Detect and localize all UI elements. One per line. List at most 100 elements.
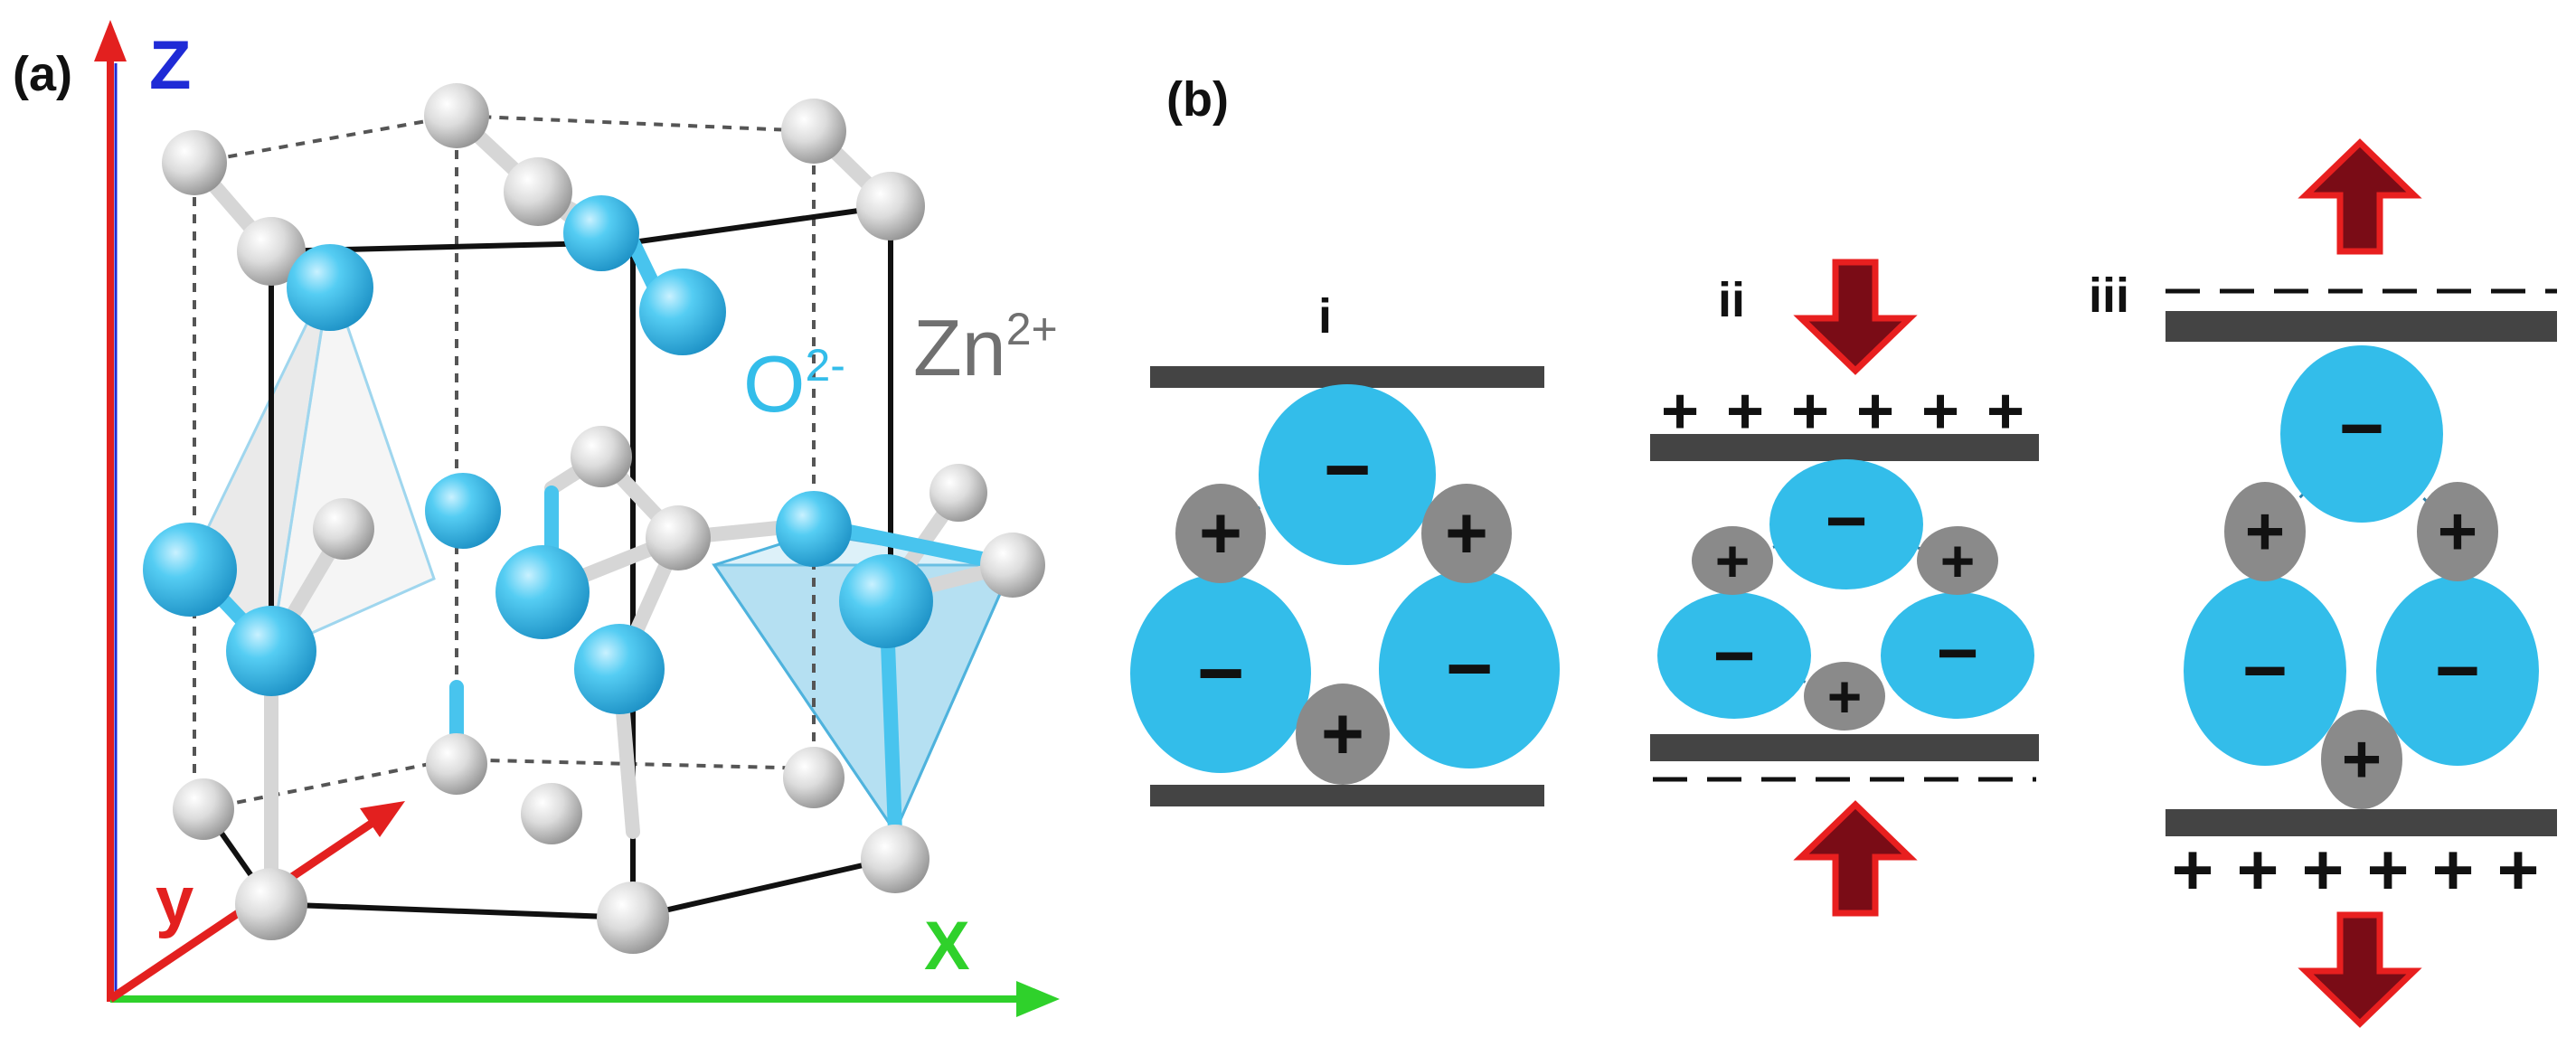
o-atom — [226, 606, 316, 696]
cation-sign: + — [1445, 493, 1488, 575]
cation-sign: + — [2438, 494, 2477, 570]
y-axis-label: y — [156, 863, 193, 939]
cation-left — [1692, 526, 1773, 595]
state-ii: ii + + + + + + − − − + + — [1650, 259, 2039, 917]
o-atom — [639, 269, 726, 355]
anion-sign: − — [1826, 481, 1868, 561]
cation-left — [1175, 484, 1266, 583]
zn-atom — [237, 217, 306, 286]
anion-right — [1379, 570, 1560, 768]
cation-sign: + — [1321, 693, 1364, 776]
bottom-electrode — [1150, 785, 1544, 806]
zn-atom — [856, 172, 925, 240]
o-atom — [495, 545, 590, 639]
anion-sign: − — [1937, 613, 1979, 693]
x-axis-label: X — [924, 908, 970, 985]
o-atom — [287, 244, 373, 331]
svg-text:+: + — [2302, 830, 2345, 910]
oxygen-ion-label: O2- — [743, 339, 845, 429]
zn-atom — [162, 130, 227, 195]
anion-top — [1259, 384, 1436, 565]
state-i-label: i — [1318, 289, 1332, 344]
zn-atom — [313, 498, 374, 560]
cation-bottom — [2321, 710, 2402, 809]
anion-top — [2280, 345, 2443, 523]
tension-down-arrow-icon — [2298, 911, 2422, 1028]
oxygen-atoms — [143, 195, 933, 714]
zn-tetrahedron-left-face — [269, 275, 436, 654]
panel-b-label: (b) — [1166, 72, 1229, 127]
svg-text:+: + — [2172, 830, 2214, 910]
tension-up-arrow-icon — [2298, 138, 2422, 255]
svg-text:+: + — [2237, 830, 2279, 910]
o-atom — [776, 491, 852, 567]
zn-atom — [861, 825, 929, 893]
z-axis-label: Z — [149, 27, 191, 104]
zn-atom — [426, 733, 487, 795]
y-axis-arrowhead — [360, 801, 405, 837]
zn-atom — [781, 99, 846, 164]
anion-left — [1130, 574, 1311, 773]
cation-right — [1421, 484, 1512, 583]
state-iii: iii + + + + + + − − − + — [2089, 138, 2557, 1028]
anion-sign: − — [1713, 616, 1756, 696]
cation-bottom — [1804, 662, 1885, 731]
svg-text:+: + — [2497, 830, 2540, 910]
svg-text:+: + — [2432, 830, 2475, 910]
o-atom — [574, 624, 665, 714]
svg-text:+: + — [2367, 830, 2410, 910]
zn-atom — [571, 426, 632, 487]
cation-sign: + — [1940, 527, 1976, 594]
bottom-electrode — [1650, 734, 2039, 761]
cation-right — [1917, 526, 1998, 595]
o-atom — [839, 554, 933, 648]
anion-top — [1769, 459, 1923, 589]
cation-sign: + — [2245, 494, 2285, 570]
anion-sign: − — [1446, 624, 1494, 714]
anion-sign: − — [1324, 425, 1372, 515]
zn-atom — [929, 464, 987, 522]
zinc-atoms — [162, 83, 1045, 954]
anion-sign: − — [2435, 627, 2480, 714]
state-ii-label: ii — [1718, 273, 1745, 327]
bottom-electrode — [2166, 809, 2557, 836]
panel-b: (b) i − − − + + + ii + + — [1130, 72, 2557, 1028]
cation-right — [2417, 482, 2498, 581]
o-atom — [143, 523, 237, 617]
anion-right — [1881, 592, 2034, 719]
top-electrode — [1650, 434, 2039, 461]
bottom-surface-charges: + + + + + + — [2172, 830, 2540, 910]
compress-up-arrow-icon — [1793, 800, 1918, 917]
zn-atom — [597, 882, 669, 954]
cation-sign: + — [1715, 527, 1750, 594]
anion-right — [2376, 576, 2539, 766]
zn-atom — [504, 157, 572, 226]
panel-a-label: (a) — [13, 47, 72, 101]
top-electrode — [2166, 311, 2557, 342]
anion-sign: − — [2242, 627, 2288, 714]
zn-atom — [521, 783, 582, 844]
zinc-ion-label: Zn2+ — [913, 303, 1058, 392]
zn-atom — [235, 868, 307, 940]
o-atom — [563, 195, 639, 271]
x-axis-arrowhead — [1016, 981, 1060, 1017]
anion-sign: − — [1197, 628, 1245, 719]
anion-sign: − — [2339, 385, 2384, 472]
state-i: i − − − + + + — [1130, 289, 1560, 806]
cation-sign: + — [1199, 493, 1242, 575]
state-iii-label: iii — [2089, 269, 2129, 323]
anion-left — [2184, 576, 2346, 766]
zn-atom — [173, 778, 234, 840]
zn-atom — [783, 747, 845, 808]
zn-atom — [424, 83, 489, 148]
cation-sign: + — [1827, 663, 1863, 730]
zn-atom — [980, 533, 1045, 598]
z-axis-arrowhead — [94, 20, 127, 61]
zn-atom — [646, 505, 711, 570]
cation-bottom — [1296, 684, 1390, 785]
coordinate-axes: Z X y — [94, 20, 1060, 1017]
compress-down-arrow-icon — [1793, 259, 1918, 375]
cation-sign: + — [2342, 721, 2382, 798]
panel-a: (a) Z X y — [13, 20, 1060, 1017]
